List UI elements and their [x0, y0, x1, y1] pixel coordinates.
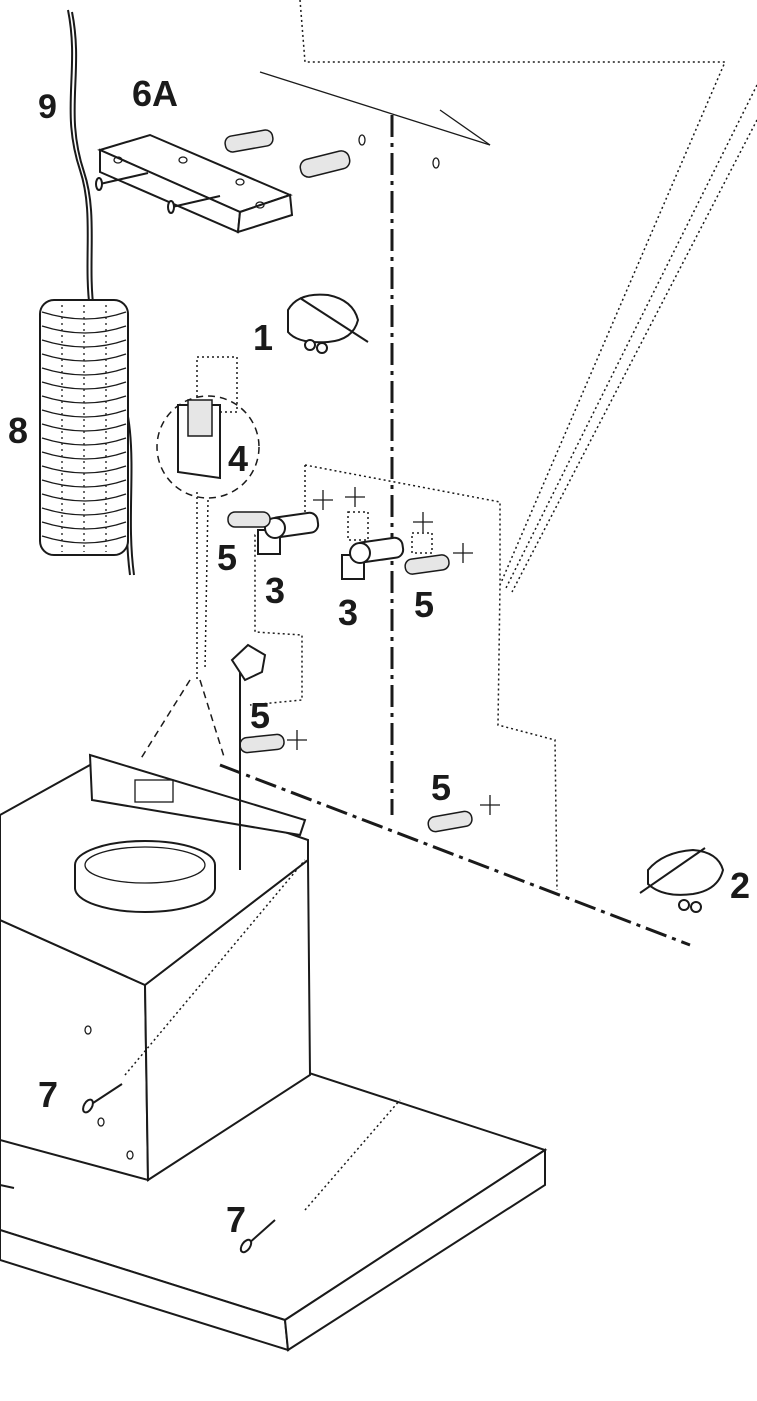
wall-plug-icon: [227, 511, 473, 833]
flexible-duct-icon: [39, 299, 129, 556]
drill-marks: [287, 134, 500, 815]
wall-bracket-icon: [97, 133, 294, 234]
callout-6a: 6A: [132, 73, 178, 114]
callout-7-bottom: 7: [226, 1199, 246, 1240]
chimney-outline: [249, 0, 757, 891]
hood-screw-icon: [82, 1083, 276, 1254]
callout-1: 1: [253, 317, 273, 358]
callout-3-left: 3: [265, 570, 285, 611]
callout-2: 2: [730, 865, 750, 906]
wall-edge-lines: [259, 71, 491, 146]
clip-detail-icon: [156, 356, 260, 680]
callout-9: 9: [38, 88, 57, 126]
callout-5-left: 5: [217, 537, 237, 578]
callout-3-right: 3: [338, 592, 358, 633]
bracket-screw-icon: [95, 172, 221, 214]
callout-5-lower: 5: [431, 767, 451, 808]
hand-marking-icon-2: [639, 847, 725, 913]
callout-5-cord: 5: [250, 695, 270, 736]
callout-5-right: 5: [414, 584, 434, 625]
horizontal-reference-line: [219, 763, 691, 947]
callout-4: 4: [228, 438, 248, 479]
hook-bracket-icon: [257, 511, 405, 580]
callout-8: 8: [8, 410, 28, 451]
bracket-wall-plug-icon: [224, 129, 351, 178]
callout-7-left: 7: [38, 1074, 58, 1115]
cooker-hood-icon: [0, 643, 548, 1352]
hand-marking-icon-1: [287, 293, 369, 354]
